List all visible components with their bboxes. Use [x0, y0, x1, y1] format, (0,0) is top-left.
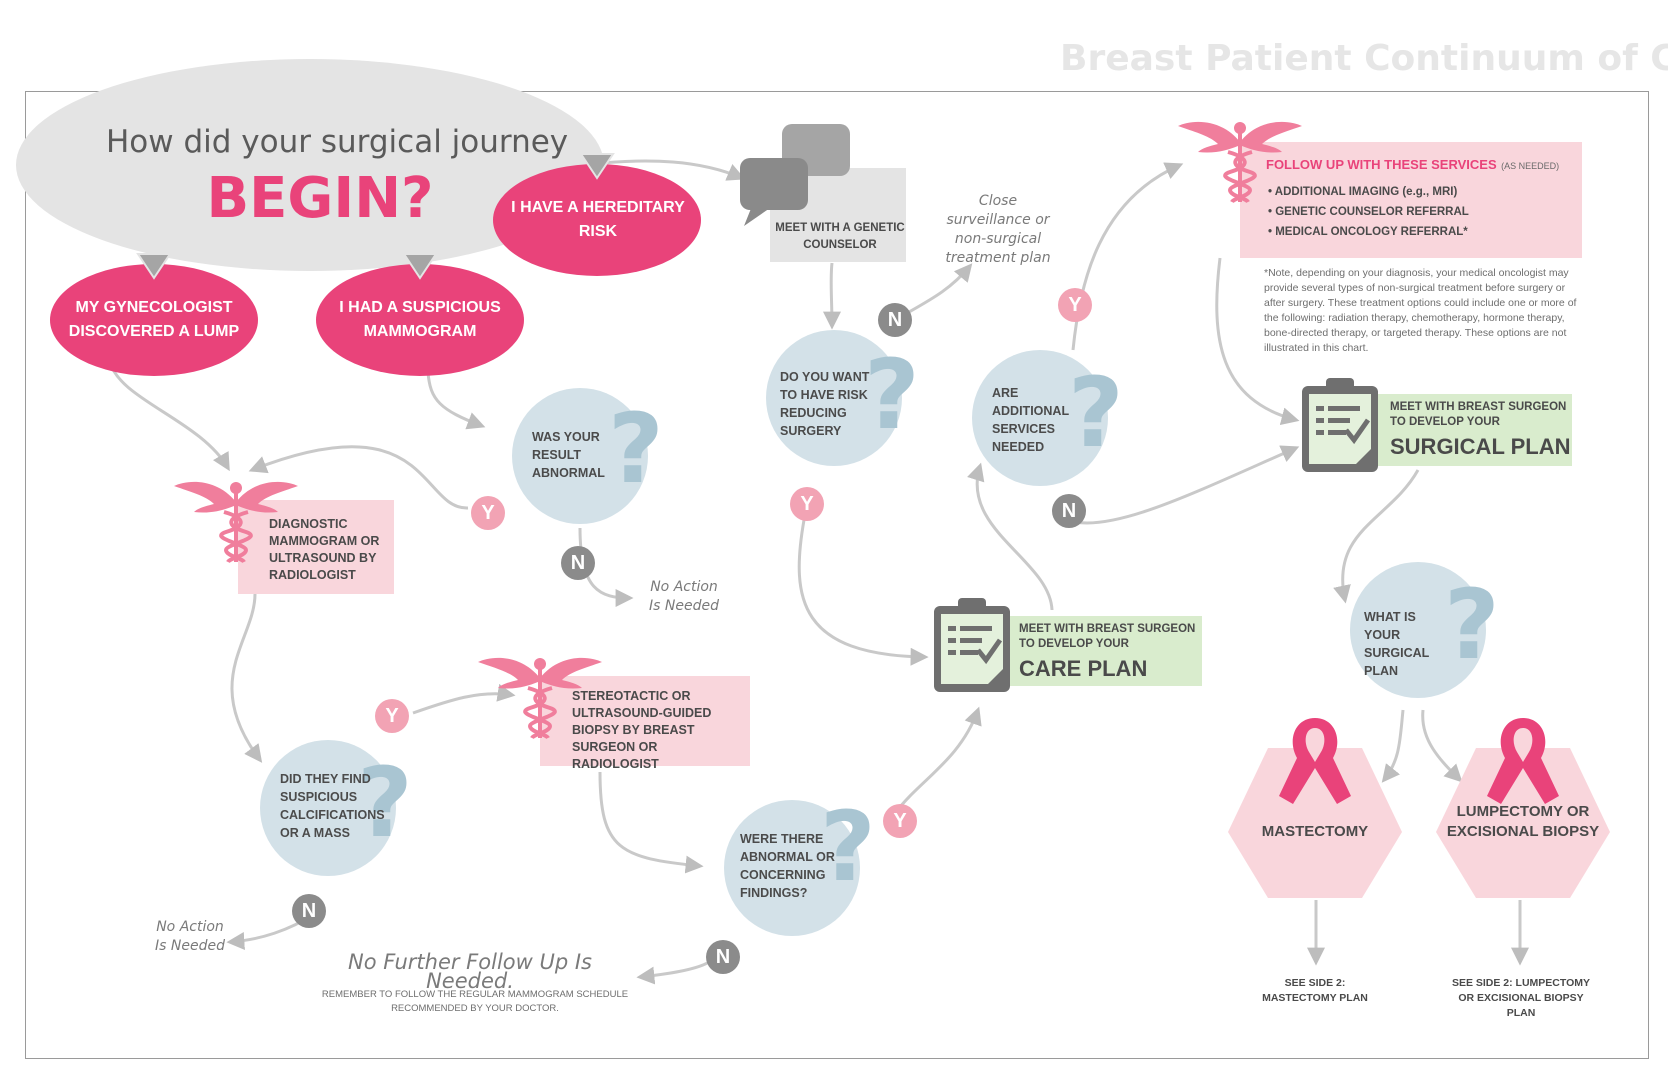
question-result-abnormal: WAS YOUR RESULT ABNORMAL: [532, 430, 605, 480]
services-item: • ADDITIONAL IMAGING (e.g., MRI): [1268, 186, 1458, 198]
see-lumpectomy-plan: SEE SIDE 2: LUMPECTOMY OR EXCISIONAL BIO…: [1451, 977, 1591, 1019]
start-oval-mammogram: [316, 264, 524, 376]
surgical-plan-title: SURGICAL PLAN: [1390, 434, 1571, 459]
diagnostic-label: DIAGNOSTIC MAMMOGRAM OR ULTRASOUND BY RA…: [269, 517, 380, 582]
lumpectomy-hexagon: [1436, 748, 1610, 898]
no-badge: N: [887, 309, 903, 331]
genetic-counselor-label: MEET WITH A GENETIC COUNSELOR: [775, 222, 905, 251]
care-plan-title: CARE PLAN: [1019, 656, 1148, 681]
services-footnote: *Note, depending on your diagnosis, your…: [1264, 267, 1577, 354]
badges: [292, 288, 1092, 974]
down-triangle-icon: [402, 253, 438, 280]
question-risk-reducing: DO YOU WANT TO HAVE RISK REDUCING SURGER…: [780, 370, 870, 438]
services-item: • MEDICAL ONCOLOGY REFERRAL*: [1268, 226, 1468, 238]
yes-badge: Y: [481, 502, 495, 524]
diagnostic-box: [238, 500, 394, 594]
intro-line2: BEGIN?: [206, 166, 434, 231]
services-heading-row: FOLLOW UP WITH THESE SERVICES (AS NEEDED…: [1266, 156, 1576, 174]
down-triangle-icon: [136, 253, 172, 280]
see-mastectomy-plan: SEE SIDE 2: MASTECTOMY PLAN: [1262, 977, 1368, 1004]
services-heading-note: (AS NEEDED): [1501, 161, 1560, 171]
question-additional-services: ARE ADDITIONAL SERVICES NEEDED: [992, 386, 1069, 454]
mastectomy-hexagon: [1228, 748, 1402, 898]
no-badge: N: [570, 552, 586, 574]
mastectomy-label: MASTECTOMY: [1261, 823, 1369, 840]
services-heading: FOLLOW UP WITH THESE SERVICES: [1266, 157, 1497, 172]
no-followup-label: No Further Follow Up Is Needed.: [348, 950, 592, 993]
svg-text:?: ?: [1068, 357, 1124, 469]
down-triangle-icon: [579, 153, 615, 180]
arrow-lump-to-diagnostic: [108, 361, 230, 472]
intro-bubble: [16, 59, 604, 271]
no-badge: N: [301, 900, 317, 922]
no-action-label: No Action Is Needed: [649, 579, 719, 614]
biopsy-label: STEREOTACTIC OR ULTRASOUND-GUIDED BIOPSY…: [572, 689, 712, 771]
svg-text:?: ?: [864, 339, 920, 451]
start-oval-lump: [50, 264, 258, 376]
clipboard-icon: [934, 598, 1010, 692]
yes-badge: Y: [893, 810, 907, 832]
yes-badge: Y: [800, 493, 814, 515]
clipboard-icon: [1302, 378, 1378, 472]
no-badge: N: [715, 946, 731, 968]
services-item: • GENETIC COUNSELOR REFERRAL: [1268, 206, 1469, 218]
svg-text:?: ?: [1444, 569, 1500, 681]
biopsy-box: [540, 676, 750, 766]
svg-text:?: ?: [820, 791, 876, 903]
yes-badge: Y: [1068, 294, 1082, 316]
start-oval-hereditary: [493, 164, 701, 276]
yes-badge: Y: [385, 705, 399, 727]
svg-text:?: ?: [357, 747, 413, 859]
question-calcifications: DID THEY FIND SUSPICIOUS CALCIFICATIONS …: [280, 772, 385, 840]
page-title: Breast Patient Continuum of Care: [1060, 38, 1668, 79]
care-plan-box: [1000, 616, 1202, 686]
start-mammogram-label: I HAD A SUSPICIOUS MAMMOGRAM: [339, 299, 501, 340]
services-box: [1240, 142, 1582, 258]
care-plan-small: MEET WITH BREAST SURGEON TO DEVELOP YOUR: [1019, 623, 1196, 650]
lumpectomy-label: LUMPECTOMY OR EXCISIONAL BIOPSY: [1446, 803, 1600, 840]
no-action-label: No Action Is Needed: [155, 919, 225, 954]
start-hereditary-label: I HAVE A HEREDITARY RISK: [511, 199, 685, 240]
question-surgical-plan: WHAT IS YOUR SURGICAL PLAN: [1364, 610, 1430, 678]
intro-line1: How did your surgical journey: [106, 124, 569, 160]
no-badge: N: [1061, 500, 1077, 522]
chart-frame: [25, 91, 1649, 1059]
question-circles: [260, 330, 1486, 936]
question-findings: WERE THERE ABNORMAL OR CONCERNING FINDIN…: [740, 832, 835, 900]
no-followup-note: REMEMBER TO FOLLOW THE REGULAR MAMMOGRAM…: [321, 989, 629, 1014]
svg-text:?: ?: [608, 393, 664, 505]
surgical-plan-box: [1372, 394, 1572, 466]
close-surveillance-label: Close surveillance or non-surgical treat…: [945, 193, 1051, 266]
surgical-plan-small: MEET WITH BREAST SURGEON TO DEVELOP YOUR: [1390, 401, 1567, 428]
start-lump-label: MY GYNECOLOGIST DISCOVERED A LUMP: [68, 299, 240, 340]
question-mark-icons: ? ? ? ? ? ?: [357, 339, 1500, 903]
